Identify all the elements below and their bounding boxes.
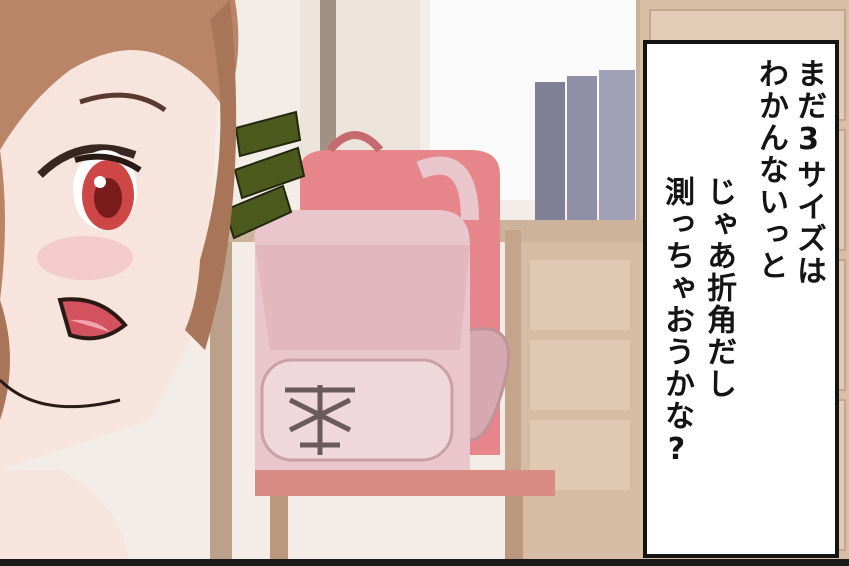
caption-line-1: まだ3サイズは [791,58,826,287]
excitement-lines-icon [223,110,306,240]
caption-line-3: じゃあ折角だし [701,176,736,400]
panel-bottom-border [0,559,849,566]
books [535,70,635,222]
caption-line-2: わかんないっと [753,58,788,282]
open-mouth [57,297,128,341]
emblem-icon [285,385,355,455]
caption-line-4: 測っちゃおうかな? [659,176,694,469]
girl-character [0,0,239,566]
randoseru-backpack [254,131,510,470]
desk [200,220,645,562]
eye [37,144,142,230]
speech-caption-box: まだ3サイズは わかんないっと じゃあ折角だし 測っちゃおうかな? [643,40,839,558]
